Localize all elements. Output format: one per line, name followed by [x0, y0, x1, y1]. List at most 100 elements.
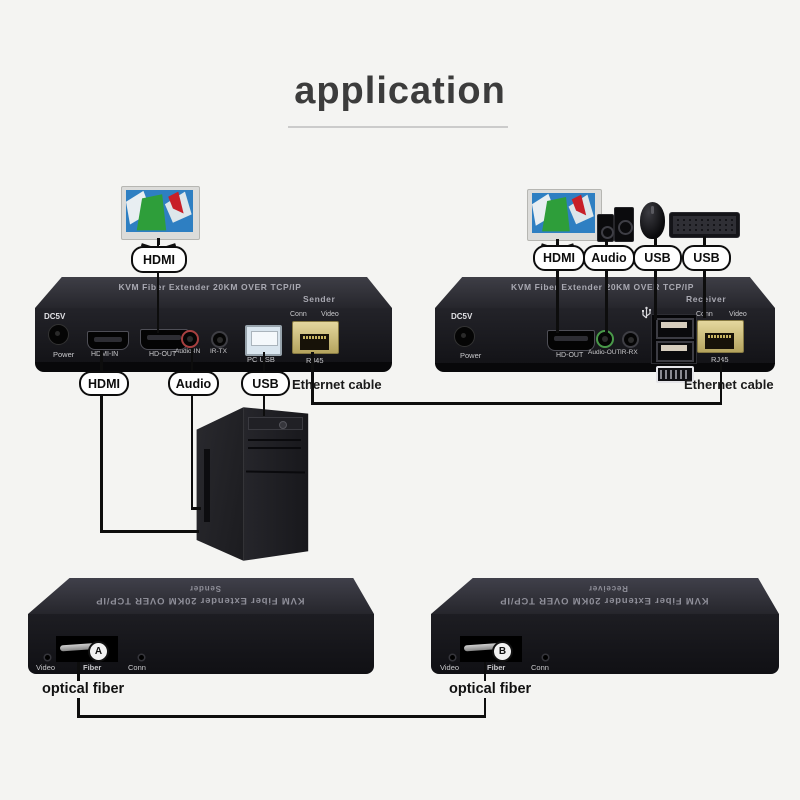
fiber-line-left-upper — [77, 652, 80, 681]
monitor-screen — [126, 190, 193, 232]
cable-rmonitor-stub — [556, 242, 559, 247]
fiber-sender-name: Sender — [189, 584, 221, 593]
fiber-sender-video-led — [45, 655, 50, 660]
receiver-audio-out-hole — [602, 336, 608, 342]
fiber-receiver-conn-led — [543, 655, 548, 660]
fiber-line-right-upper — [483, 652, 486, 681]
receiver-ir-rx-hole — [627, 336, 634, 343]
keyboard-keys — [673, 216, 736, 234]
fiber-receiver-fiber-label: Fiber — [487, 663, 506, 672]
cable-audio-to-pc — [190, 392, 193, 509]
pc-tower-icon — [193, 404, 313, 564]
fiber-receiver-top-label: KVM Fiber Extender 20KM OVER TCP/IP — [499, 595, 709, 606]
fiber-line-horizontal — [77, 715, 486, 718]
title-divider — [288, 126, 508, 128]
receiver-usb-port-1 — [656, 318, 694, 339]
receiver-ir-rx-label: IR-RX — [620, 349, 638, 356]
pc-optical-drive — [248, 416, 303, 430]
receiver-ir-rx-jack — [622, 331, 639, 348]
label-audio-right: Audio — [583, 245, 635, 271]
label-hdmi-right: HDMI — [533, 245, 585, 271]
cable-audio-to-pc-h — [190, 507, 201, 510]
sender-conn-led-label: Conn — [290, 311, 307, 318]
cable-usb2-to-receiver — [703, 267, 706, 318]
sender-hd-out-slot — [147, 335, 181, 340]
sender-power-jack — [48, 324, 69, 345]
ethernet-label-left: Ethernet cable — [292, 377, 382, 392]
sender-hdmi-in-port — [87, 331, 129, 350]
fiber-sender-top-label: KVM Fiber Extender 20KM OVER TCP/IP — [95, 595, 305, 606]
sender-audio-in-label: Audio-IN — [175, 348, 201, 355]
sender-video-led-label: Video — [321, 311, 339, 318]
sender-power-label: Power — [53, 350, 75, 359]
keyboard-badge-icon — [656, 366, 694, 383]
sender-hdmi-in-slot — [94, 337, 122, 342]
fiber-receiver-badge-b: B — [492, 641, 513, 662]
sender-name: Sender — [303, 294, 336, 304]
receiver-monitor-icon — [527, 189, 602, 241]
receiver-name: Receiver — [686, 294, 727, 304]
sender-dc-label: DC5V — [44, 312, 66, 321]
ethernet-label-right: Ethernet cable — [684, 377, 774, 392]
sender-top-label: KVM Fiber Extender 20KM OVER TCP/IP — [118, 282, 302, 292]
fiber-sender-badge-a: A — [88, 641, 109, 662]
sender-top-face — [35, 277, 392, 308]
label-audio-bottom: Audio — [168, 371, 219, 396]
receiver-power-jack — [454, 326, 475, 347]
speaker-left-icon — [597, 214, 614, 242]
keyboard-icon — [669, 212, 740, 238]
pc-side-vent — [203, 448, 210, 523]
fiber-receiver-conn-label: Conn — [531, 663, 549, 672]
label-usb2-right: USB — [682, 245, 731, 271]
sender-audio-in-jack — [181, 330, 199, 348]
speaker-right-driver — [618, 220, 633, 235]
receiver-audio-out-label: Audio-OUT — [588, 349, 621, 356]
fiber-sender-conn-label: Conn — [128, 663, 146, 672]
pc-bay-line-1 — [248, 439, 301, 442]
cable-usb-to-pc — [262, 392, 265, 416]
label-usb1-right: USB — [633, 245, 682, 271]
cable-hdmi-to-pc — [100, 392, 103, 532]
fiber-receiver-video-label: Video — [440, 663, 460, 672]
receiver-audio-out-jack — [596, 330, 614, 348]
receiver-usb-tongue-1 — [661, 322, 687, 328]
receiver-rj45-opening — [705, 333, 734, 349]
sender-pc-usb-label: PC USB — [247, 355, 275, 364]
receiver-power-label: Power — [460, 351, 482, 360]
ethernet-line-left-v — [311, 352, 314, 404]
cable-monitor-to-hdmi — [156, 241, 159, 248]
sender-hdmi-in-label: HDMI-IN — [91, 351, 119, 358]
receiver-usb-stack — [651, 314, 697, 364]
cable-hdmi-to-receiver — [556, 267, 559, 333]
pc-front-panel — [243, 407, 309, 561]
receiver-rj45-label: RJ45 — [711, 355, 729, 364]
fiber-sender-top-face — [28, 578, 374, 614]
speaker-right-icon — [614, 207, 634, 242]
cable-hdmi-to-sender — [156, 269, 159, 333]
page-title: application — [294, 70, 506, 112]
sender-bottom-edge — [35, 362, 392, 372]
label-hdmi-top-left: HDMI — [131, 246, 187, 273]
cable-usb-stub — [262, 352, 265, 371]
mouse-scroll-wheel — [651, 206, 654, 214]
receiver-video-led-label: Video — [729, 311, 747, 318]
fiber-sender-conn-led — [139, 655, 144, 660]
sender-hd-out-label: HD-OUT — [149, 351, 177, 358]
sender-rj45-label: RJ45 — [306, 356, 324, 365]
sender-power-pin — [55, 331, 60, 336]
sender-ir-tx-label: IR-TX — [210, 348, 227, 355]
ethernet-line-h — [311, 402, 722, 405]
sender-hd-out-port — [140, 329, 188, 350]
receiver-monitor-screen — [532, 193, 595, 233]
sender-ir-tx-hole — [216, 336, 223, 343]
cable-hdmi-to-pc-h — [100, 530, 199, 533]
fiber-sender-fiber-label: Fiber — [83, 663, 102, 672]
receiver-hd-out-label: HD-OUT — [556, 352, 584, 359]
sender-pc-usb-inner — [251, 331, 278, 346]
receiver-hd-out-slot — [554, 336, 588, 341]
receiver-rj45-port — [697, 320, 744, 353]
receiver-power-pin — [461, 333, 466, 338]
receiver-usb-port-2 — [656, 341, 694, 362]
cable-mouse-stub — [654, 238, 657, 247]
